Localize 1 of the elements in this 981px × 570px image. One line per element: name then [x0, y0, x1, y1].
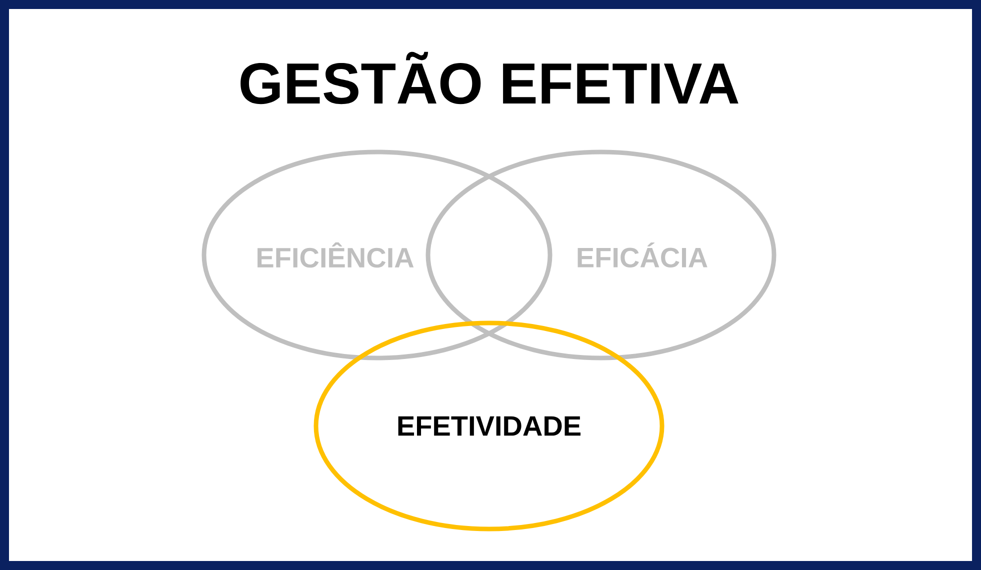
title: GESTÃO EFETIVA — [240, 52, 738, 104]
